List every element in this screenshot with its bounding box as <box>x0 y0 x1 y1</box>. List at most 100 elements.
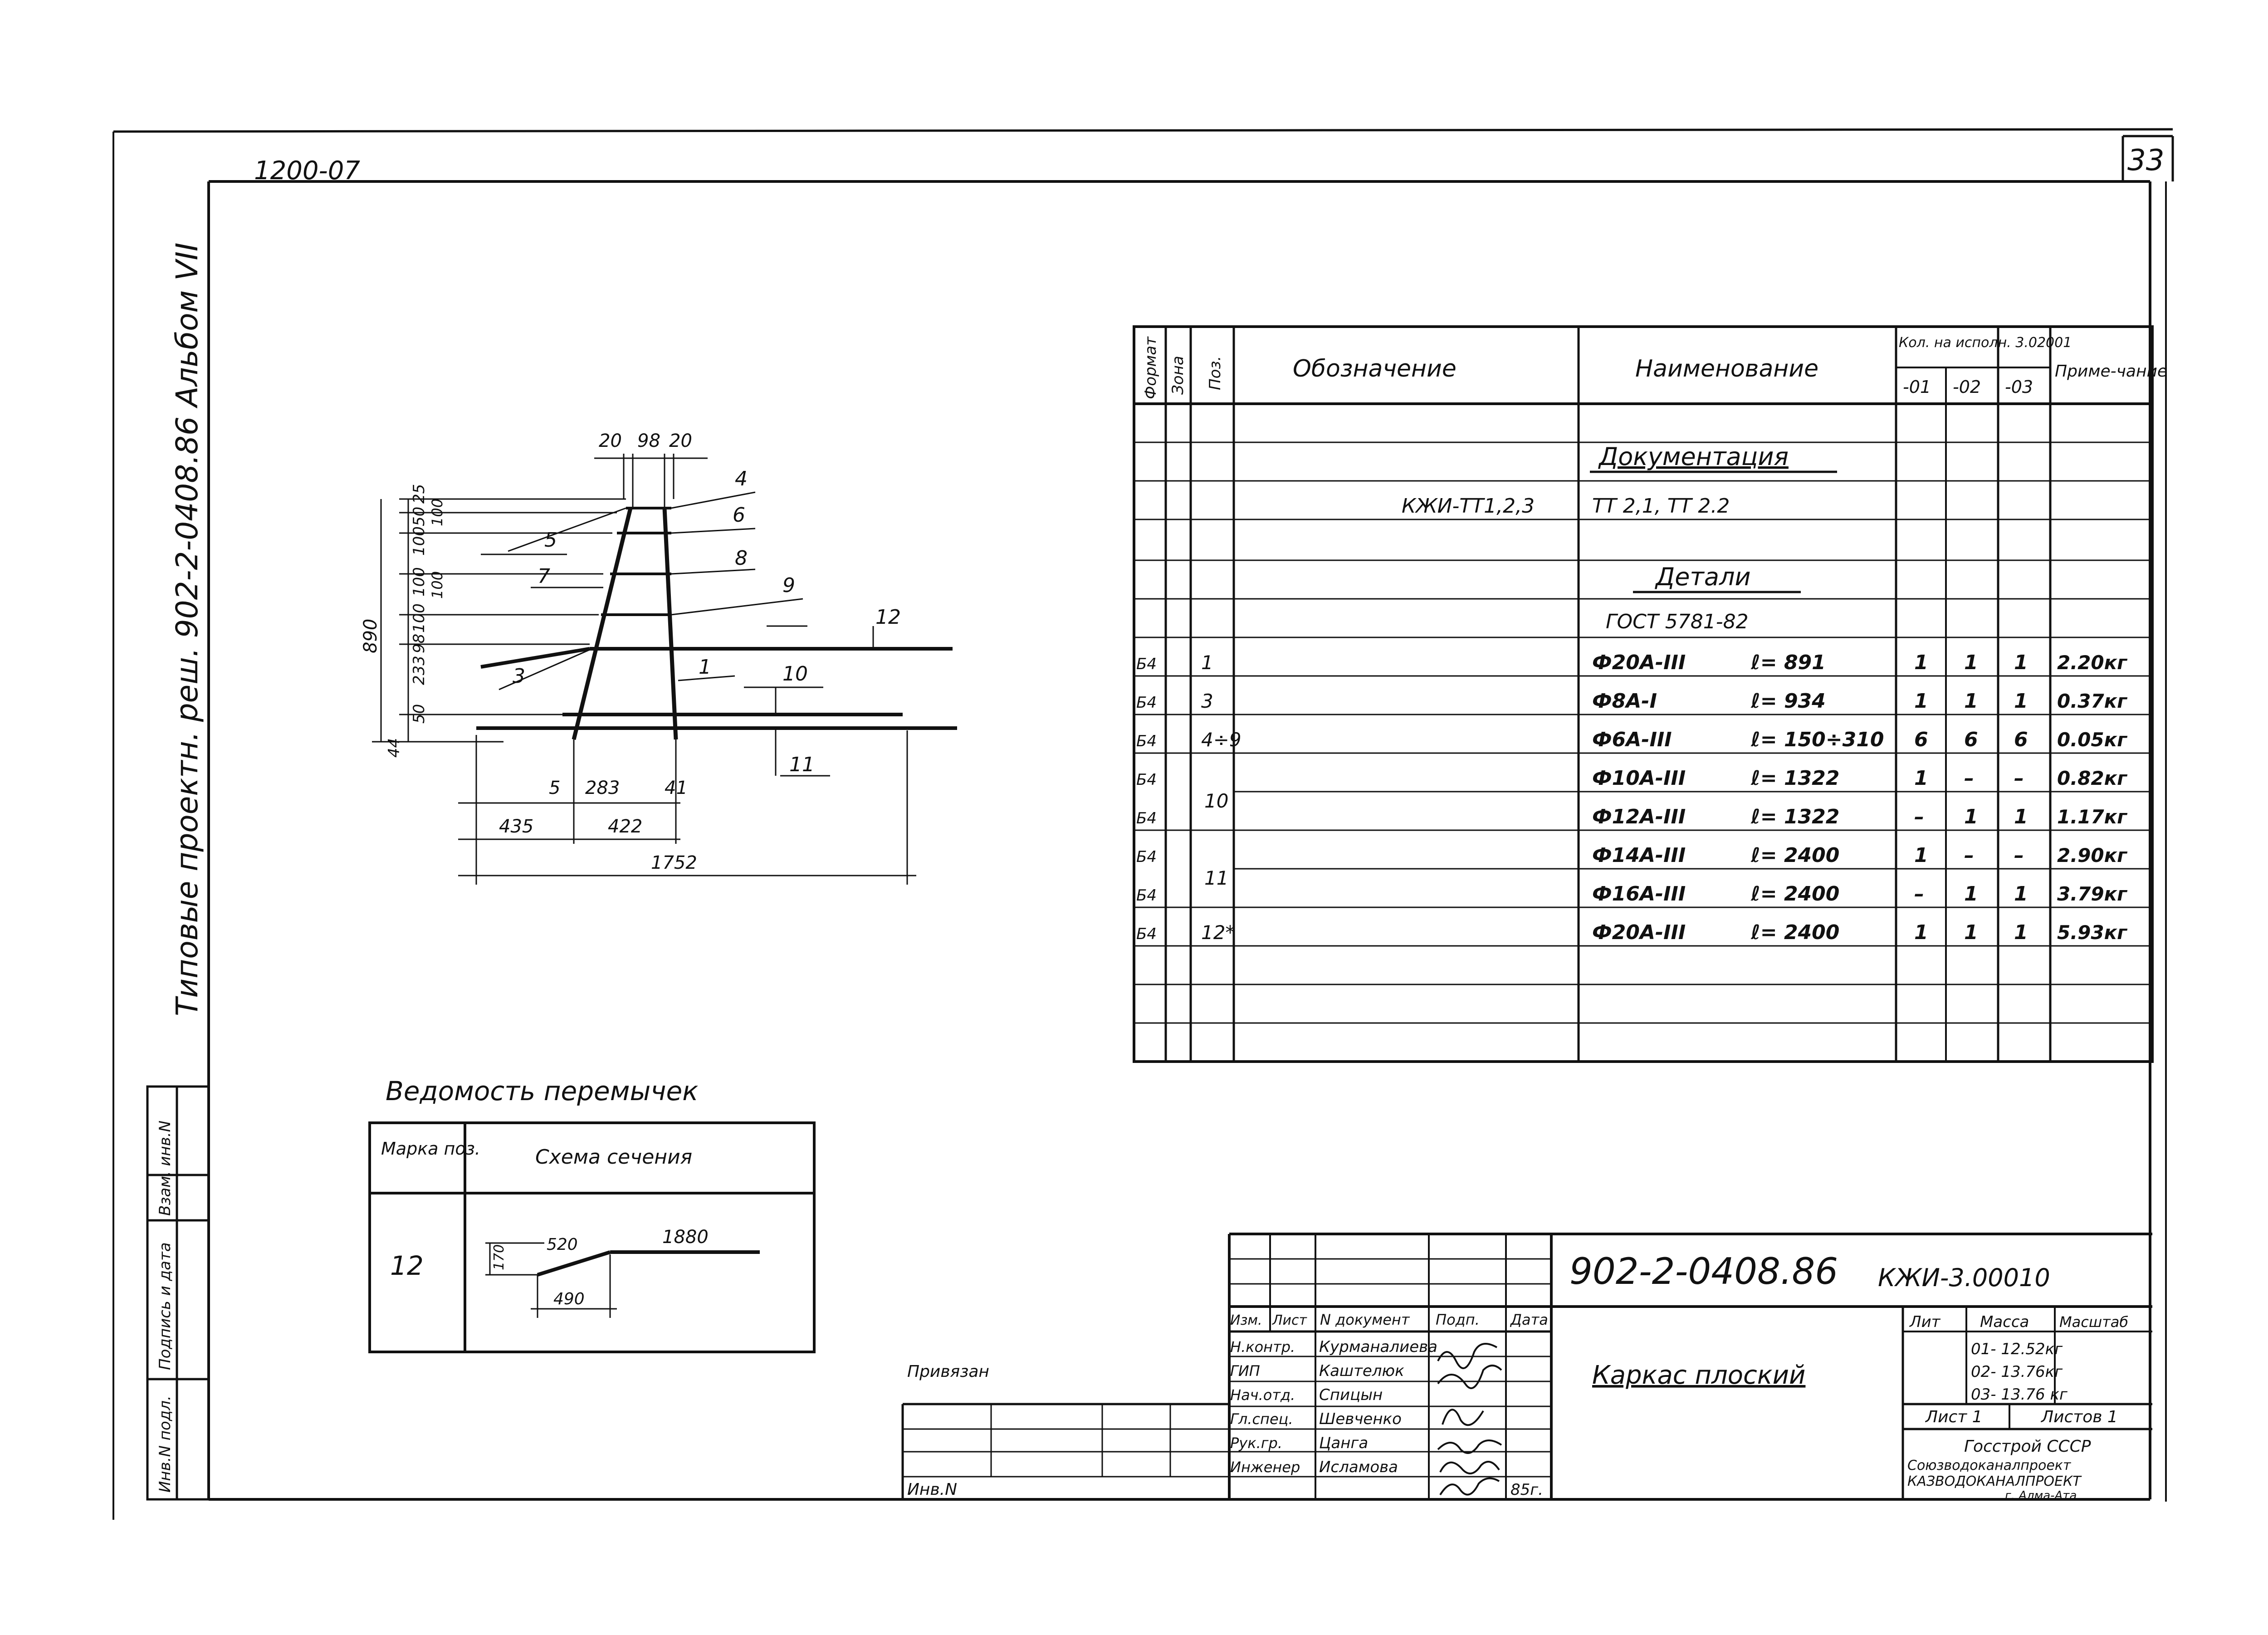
dim-left: 100 <box>410 603 428 633</box>
drawing-pos-label: 4 <box>735 467 748 490</box>
row-note: 3.79кг <box>2057 883 2128 905</box>
row-format: Б4 <box>1136 655 1157 673</box>
sheet-corner-number: 33 <box>2127 144 2164 177</box>
linked-label: Привязан <box>907 1362 989 1381</box>
role-name: Шевченко <box>1319 1410 1402 1428</box>
lintel-scheme <box>485 1242 760 1318</box>
title-date-value: 85г. <box>1510 1481 1543 1499</box>
role-title: Инженер <box>1230 1459 1300 1476</box>
row-name: Ф20А-III <box>1592 921 1686 944</box>
role-title: Гл.спец. <box>1230 1410 1293 1428</box>
row-pos: 4÷9 <box>1201 729 1242 751</box>
row-qty-02: 1 <box>1964 651 1978 674</box>
drawing-pos-label: 5 <box>544 529 557 552</box>
row-note: 0.05кг <box>2057 729 2128 751</box>
drawing-pos-label: 6 <box>733 504 745 527</box>
merged-pos-11: 11 <box>1204 867 1228 889</box>
role-name: Исламова <box>1319 1458 1398 1476</box>
row-length: ℓ= 934 <box>1750 690 1826 713</box>
hdr-pos: Поз. <box>1206 356 1224 390</box>
row-note: 2.20кг <box>2057 651 2128 674</box>
row-name: Ф6А-III <box>1592 728 1672 751</box>
row-name: Ф8А-I <box>1592 690 1657 713</box>
row-length: ℓ= 2400 <box>1750 921 1839 944</box>
row-name: Ф12А-III <box>1592 805 1686 828</box>
row-length: ℓ= 2400 <box>1750 882 1839 906</box>
row-qty-02: 6 <box>1964 728 1978 751</box>
section-details: Детали <box>1655 563 1751 591</box>
row-note: 5.93кг <box>2057 921 2128 944</box>
drawing-pos-label: 3 <box>513 665 525 688</box>
lintel-schedule-title: Ведомость перемычек <box>386 1076 698 1106</box>
mass-03: 03- 13.76 кг <box>1971 1385 2068 1404</box>
row-qty-03: 1 <box>2014 805 2028 828</box>
row-qty-03: 1 <box>2014 882 2028 906</box>
hdr-zone: Зона <box>1169 356 1187 395</box>
dim-left: 100 <box>410 526 428 556</box>
section-documentation: Документация <box>1598 442 1789 471</box>
row-qty-02: 1 <box>1964 921 1978 944</box>
dim-left-inner: 100 <box>429 571 446 599</box>
row-qty-03: – <box>2014 767 2024 790</box>
row-length: ℓ= 891 <box>1750 651 1826 674</box>
title-name: Каркас плоский <box>1592 1361 1805 1390</box>
row-qty-03: 6 <box>2014 728 2028 751</box>
org-line-3: КАЗВОДОКАНАЛПРОЕКТ <box>1907 1473 2082 1489</box>
role-title: Рук.гр. <box>1230 1434 1282 1452</box>
drawing-pos-label: 1 <box>699 656 711 679</box>
role-name: Цанга <box>1319 1434 1368 1452</box>
row-note: 2.90кг <box>2057 844 2128 866</box>
hdr-list: Лист <box>1272 1312 1308 1328</box>
drawing-pos-label: 9 <box>782 574 795 597</box>
hdr-format: Формат <box>1142 336 1160 399</box>
doc-designation: КЖИ-ТТ1,2,3 <box>1402 494 1535 518</box>
org-line-1: Госстрой СССР <box>1964 1437 2091 1456</box>
hdr-note: Приме-чание <box>2055 362 2167 381</box>
row-pos: 1 <box>1201 651 1213 674</box>
dim-bottom: 5 <box>549 778 560 798</box>
doc-name: ТТ 2,1, ТТ 2.2 <box>1592 494 1730 518</box>
lintel-dim-1880: 1880 <box>662 1227 709 1248</box>
row-name: Ф14А-III <box>1592 844 1686 867</box>
mass-01: 01- 12.52кг <box>1971 1340 2063 1358</box>
row-note: 0.82кг <box>2057 767 2128 789</box>
row-format: Б4 <box>1136 809 1157 827</box>
lintel-col-scheme: Схема сечения <box>535 1145 692 1169</box>
row-name: Ф20А-III <box>1592 651 1686 674</box>
dim-top: 98 <box>637 431 660 451</box>
hdr-qty-group: Кол. на исполн. 3.02001 <box>1899 335 2072 351</box>
mass-02: 02- 13.76кг <box>1971 1363 2063 1381</box>
hdr-podp: Подп. <box>1436 1311 1480 1328</box>
hdr-data: Дата <box>1510 1311 1548 1328</box>
role-name: Спицын <box>1319 1386 1383 1404</box>
row-qty-02: 1 <box>1964 690 1978 713</box>
sheets-label: Листов 1 <box>2040 1408 2118 1426</box>
org-line-4: г. Алма-Ата <box>2005 1489 2077 1503</box>
hdr-qty-03: -03 <box>2005 377 2033 397</box>
dim-top: 20 <box>669 431 692 451</box>
dim-top: 20 <box>599 431 622 451</box>
mass-label: Масса <box>1980 1313 2029 1331</box>
dim-left: 50 <box>410 507 428 526</box>
row-qty-01: – <box>1914 805 1924 828</box>
lintel-dim-520: 520 <box>547 1235 578 1254</box>
row-format: Б4 <box>1136 925 1157 943</box>
title-doc-number: 902-2-0408.86 <box>1569 1250 1838 1292</box>
hdr-qty-01: -01 <box>1903 377 1931 397</box>
row-format: Б4 <box>1136 732 1157 750</box>
row-name: Ф16А-III <box>1592 882 1686 906</box>
row-qty-02: – <box>1964 844 1974 867</box>
sheet-label: Лист 1 <box>1925 1408 1983 1426</box>
role-title: Нач.отд. <box>1230 1386 1295 1404</box>
dim-left: 44 <box>385 738 403 758</box>
drawing-pos-label: 8 <box>735 547 748 570</box>
lintel-col-mark: Марка поз. <box>381 1139 480 1159</box>
spec-row-lines <box>1134 441 2152 1024</box>
role-title: Н.контр. <box>1230 1338 1295 1356</box>
dim-overall-height: 890 <box>360 619 381 653</box>
row-qty-01: 1 <box>1914 651 1928 674</box>
dim-overall-width: 1752 <box>651 852 697 873</box>
sheet-code-topleft: 1200-07 <box>254 156 360 186</box>
